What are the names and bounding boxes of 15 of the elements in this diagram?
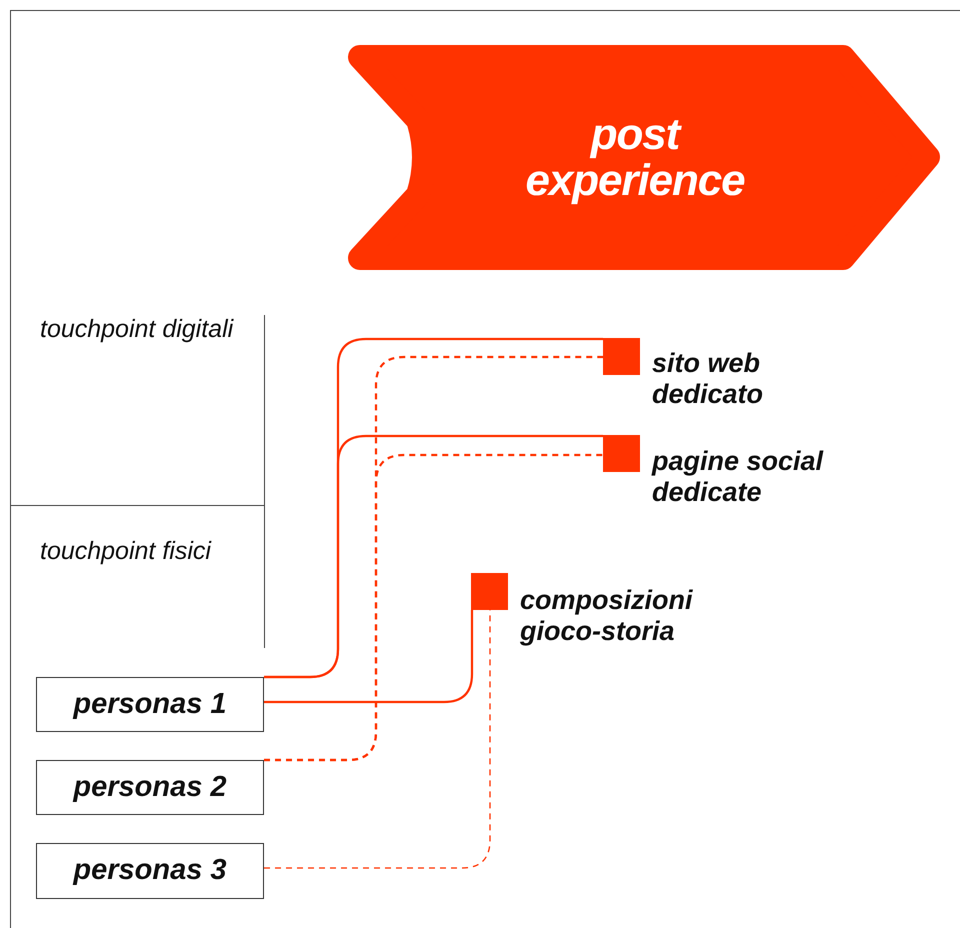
persona-box: personas 2 xyxy=(36,760,264,815)
row-label: touchpoint digitali xyxy=(40,314,235,344)
persona-box: personas 3 xyxy=(36,843,264,899)
touchpoint-label: composizioni gioco-storia xyxy=(520,585,694,647)
banner-title: post experience xyxy=(524,112,746,204)
touchpoint-label: pagine social dedicate xyxy=(652,446,824,508)
connector-line xyxy=(264,454,603,762)
row-label: touchpoint fisici xyxy=(40,536,212,566)
touchpoint-label: sito web dedicato xyxy=(652,348,764,410)
connector-line xyxy=(264,610,474,704)
persona-box: personas 1 xyxy=(36,677,264,732)
square-marker xyxy=(471,573,508,610)
square-marker xyxy=(603,338,640,375)
connector-line xyxy=(264,434,603,678)
square-marker xyxy=(603,435,640,472)
